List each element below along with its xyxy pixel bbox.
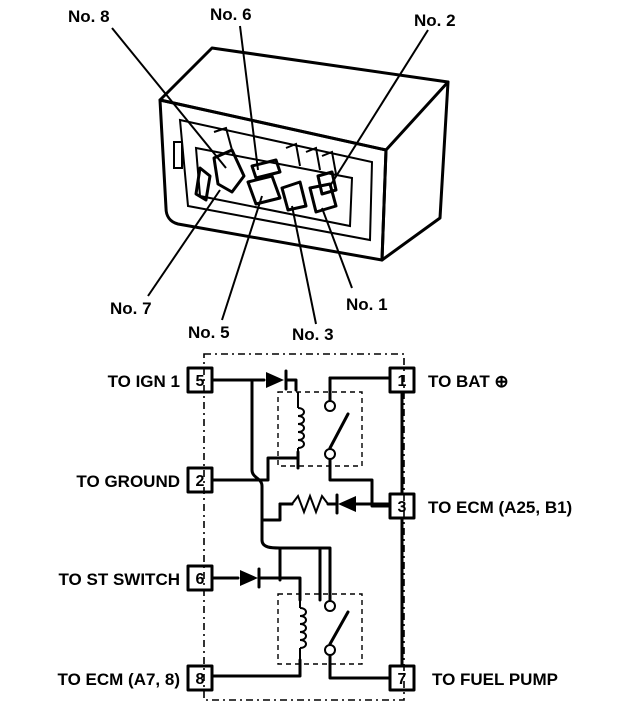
label-to-st-switch: TO ST SWITCH [58,570,180,589]
resistor-icon [291,493,329,515]
label-no2: No. 2 [414,11,456,30]
label-to-bat: TO BAT ⊕ [428,372,509,391]
contact-1a-icon [324,400,336,412]
coil-2-icon [299,607,307,649]
switch-1-icon [328,412,350,450]
contact-1b-icon [324,448,336,460]
pin-2: 2 [196,473,205,490]
label-no7: No. 7 [110,299,152,318]
pin-1: 1 [398,373,407,390]
switch-2-icon [328,610,350,646]
label-to-ecm-a25-b1: TO ECM (A25, B1) [428,498,572,517]
leader-lines [111,25,429,325]
relay-2 [277,546,363,665]
relay-1 [277,391,363,467]
label-no3: No. 3 [292,325,334,344]
pin-6: 6 [196,571,205,588]
relay-outline [203,353,405,701]
relay-housing-illustration [158,46,450,262]
wiring [210,369,404,680]
pin-5: 5 [196,373,205,390]
pin-8: 8 [196,671,205,688]
relay-1-frame [277,391,363,467]
label-no8: No. 8 [68,7,110,26]
label-to-ground: TO GROUND [76,472,180,491]
label-to-ign1: TO IGN 1 [108,372,180,391]
label-to-ecm-a7-8: TO ECM (A7, 8) [58,670,180,689]
coil-1-icon [297,407,305,449]
contact-2a-icon [324,600,336,612]
pin-3: 3 [398,499,407,516]
label-no6: No. 6 [210,5,252,24]
label-no5: No. 5 [188,323,230,342]
relay-2-frame [277,593,363,665]
pin-7: 7 [398,671,407,688]
label-to-fuel-pump: TO FUEL PUMP [432,670,558,689]
label-no1: No. 1 [346,295,388,314]
contact-2b-icon [324,644,336,656]
diode-2-icon [338,496,356,512]
diode-1-icon [266,372,284,388]
diode-3-icon [240,570,258,586]
